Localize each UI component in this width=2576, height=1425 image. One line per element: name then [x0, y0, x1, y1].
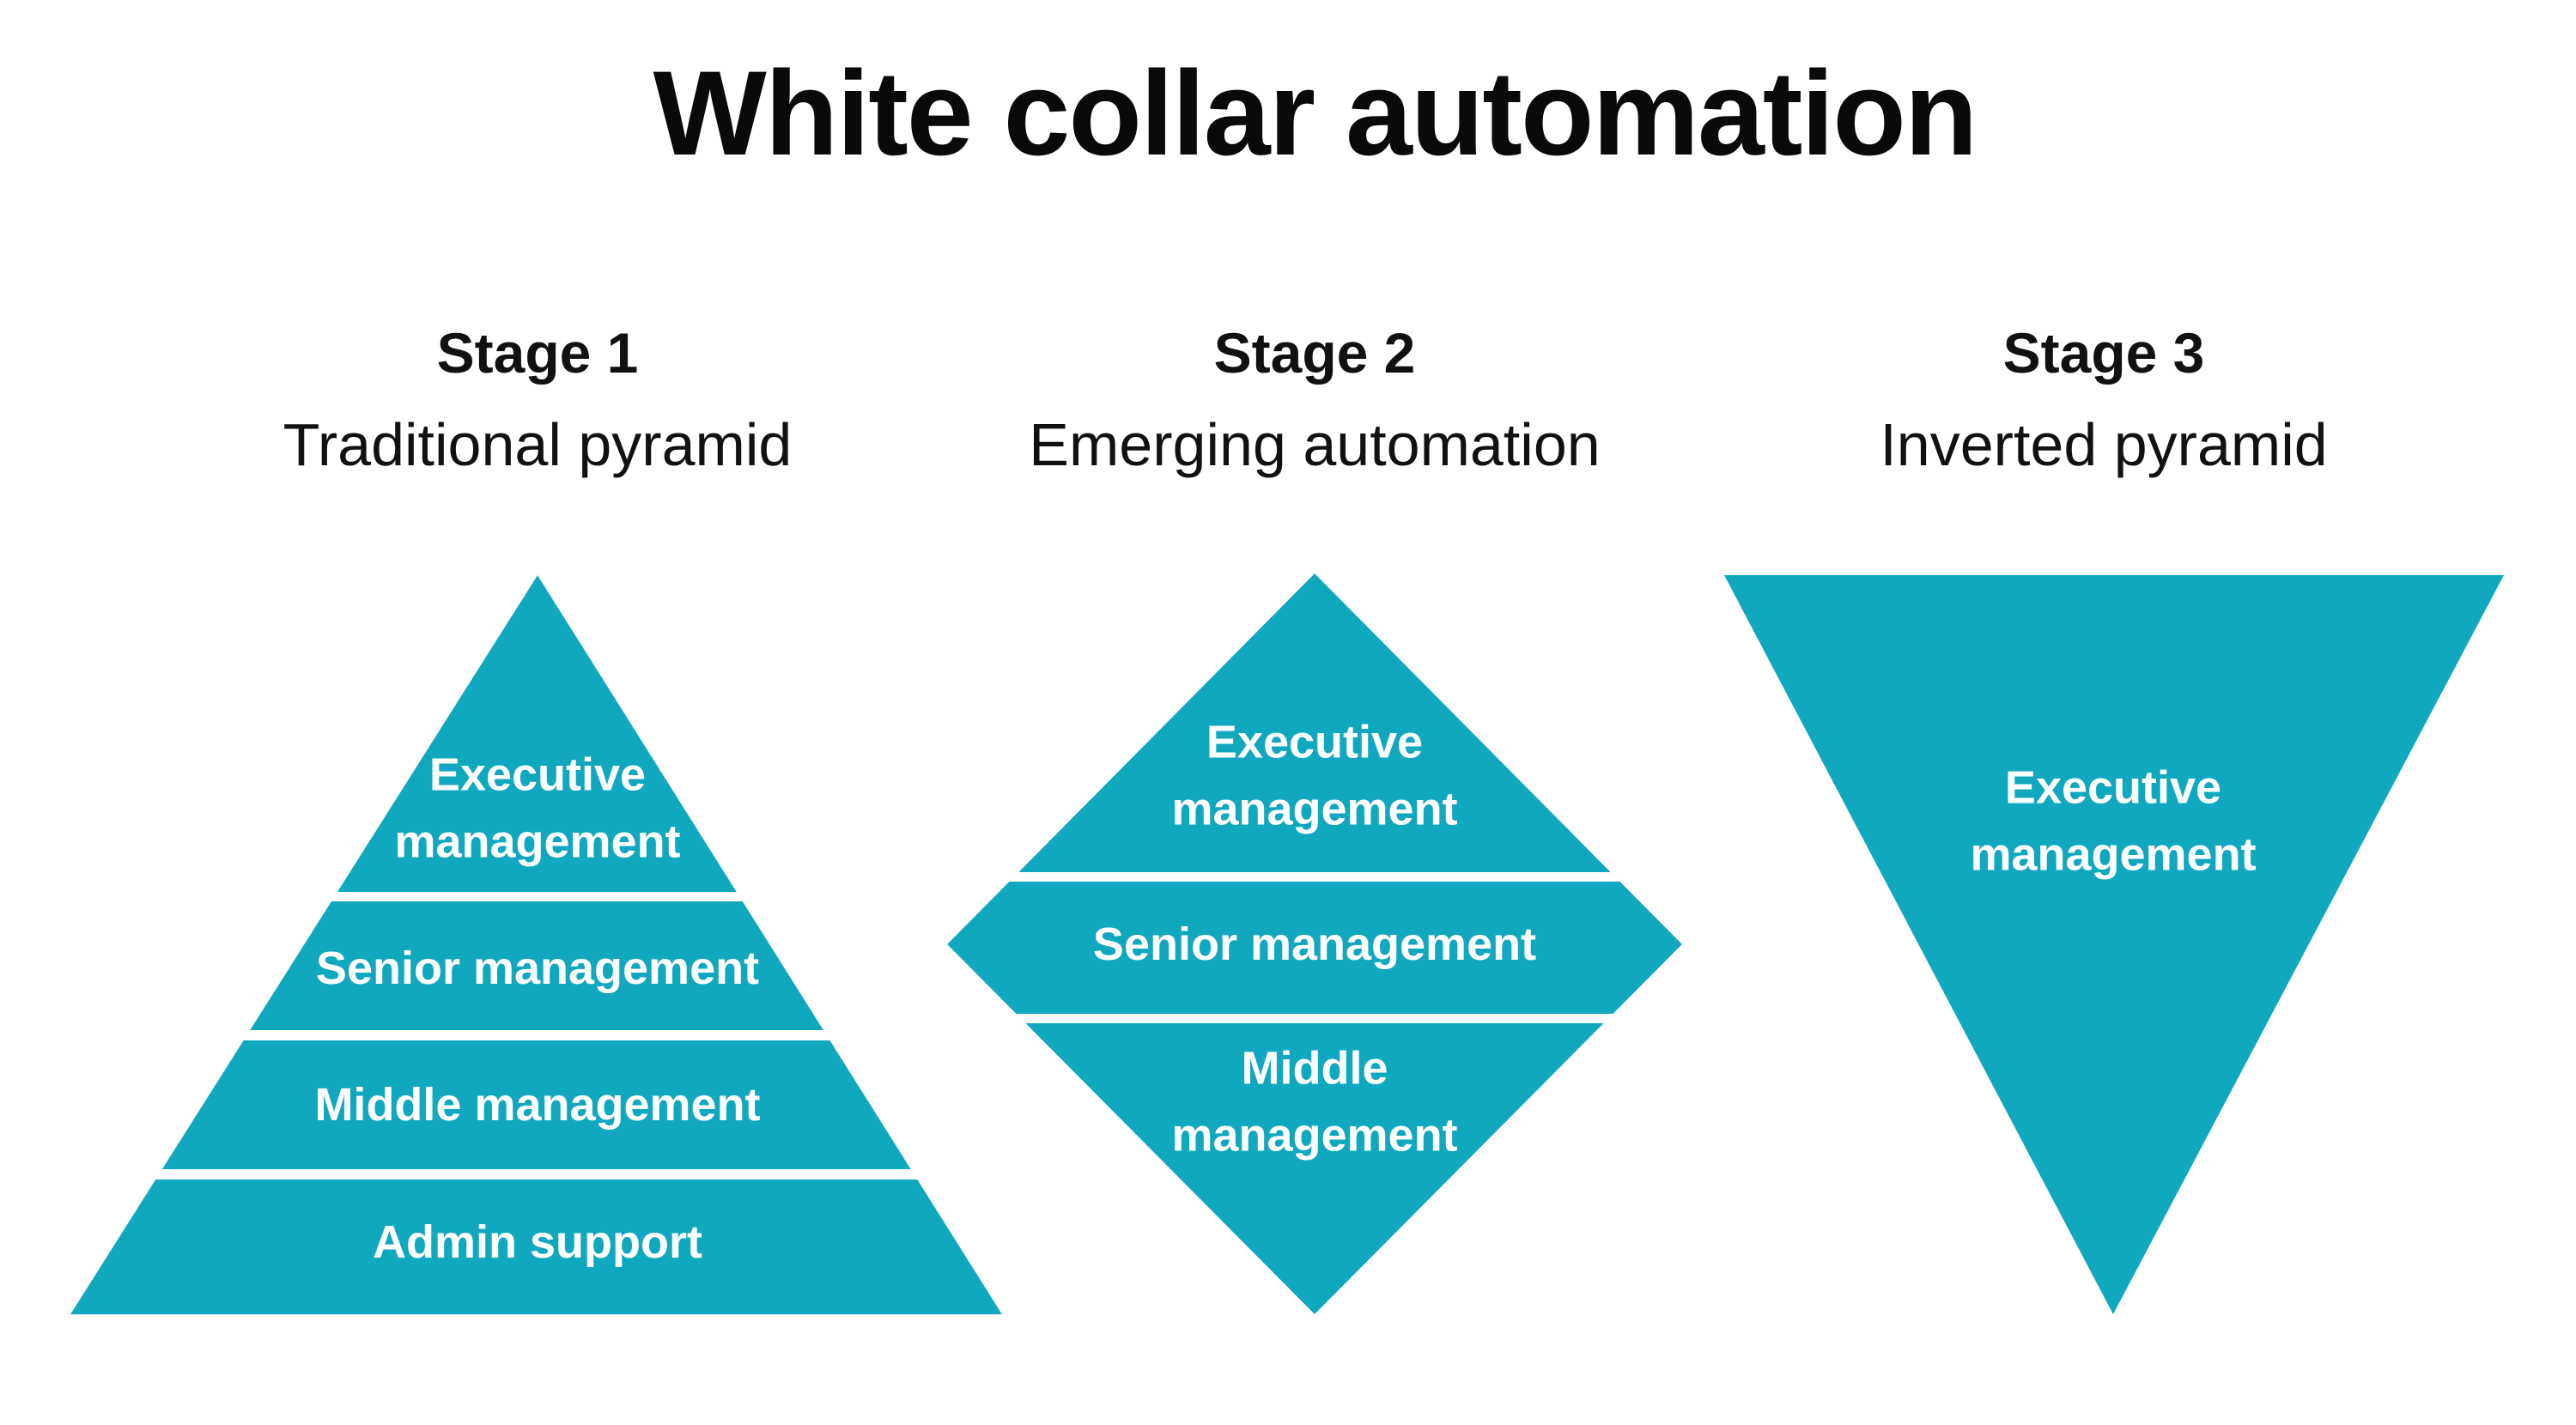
stage3-subtitle: Inverted pyramid [1880, 411, 2328, 478]
stage2-layer-middle-label: Middle management [1171, 1042, 1458, 1161]
stage2-subtitle: Emerging automation [1029, 411, 1601, 478]
stage1-layer-divider [70, 1169, 1002, 1179]
stage2-layer-executive-label: Executive management [1171, 716, 1458, 835]
stage1-layer-senior-label: Senior management [315, 942, 760, 994]
stage2-layer-senior-label: Senior management [1092, 918, 1537, 970]
stage3-layer-executive-label: Executive management [1970, 761, 2257, 881]
stage1-layer-executive-label: Executive management [394, 749, 681, 868]
stage2-heading: Stage 2 [1213, 321, 1416, 385]
stage1-heading: Stage 1 [436, 321, 639, 385]
stage2-diamond-shape [947, 573, 1682, 1314]
page-title: White collar automation [653, 45, 1978, 180]
stage1-pyramid-shape [70, 575, 1002, 1314]
stage1-layer-admin-label: Admin support [373, 1216, 702, 1268]
stage2-layer-divider [947, 872, 1682, 882]
stage3-inverted-pyramid-shape [1724, 575, 2504, 1314]
stage1-layer-middle-label: Middle management [314, 1078, 761, 1131]
stage1-subtitle: Traditional pyramid [283, 411, 793, 478]
stage1-layer-divider [70, 1030, 1002, 1040]
stage2-layer-divider [947, 1014, 1682, 1023]
stage1-layer-divider [70, 892, 1002, 901]
stage3-heading: Stage 3 [2002, 321, 2205, 385]
